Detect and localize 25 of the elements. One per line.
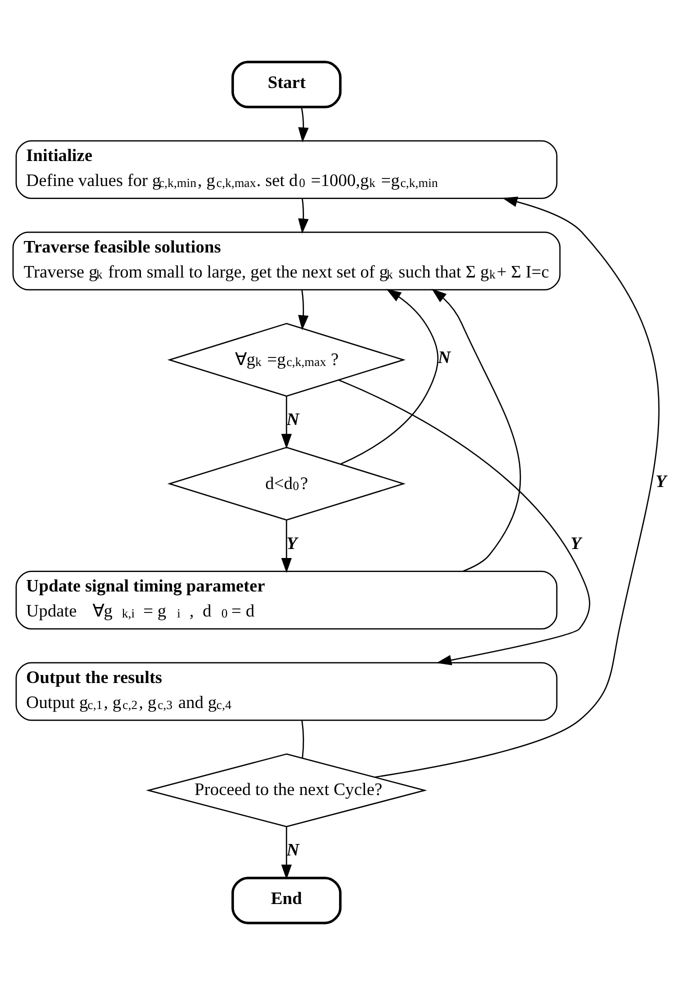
edge-label: Y [656,471,666,492]
node-box: Traverse feasible solutions Traverse gk from small to large, get the next set of gk such that Σ gk+ Σ I=c [12,232,561,290]
arrow [281,826,292,880]
arrow [338,379,590,666]
arrow [432,288,521,572]
edge-label: Y [286,533,298,554]
node-box: Output the results Output gc,1, gc,2, gc,3 and gc,4 [16,662,558,721]
arrow [340,288,438,465]
edge-label: Y [570,533,582,554]
node-box: Start [231,60,342,108]
node-diamond: Proceed to the next Cycle? [146,753,428,828]
arrow [281,396,292,449]
arrow [298,107,309,142]
edge-label: N [286,409,300,430]
node-box: Initialize Define values for gc,k,min, gc,k,max. set d0 =1000,gk =gc,k,min [16,140,558,200]
arrow [298,198,309,234]
edge-label: N [286,840,300,860]
connector [301,720,304,758]
node-diamond: ∀gk =gc,k,max ? [167,322,406,397]
arrow [281,520,292,573]
arrow [374,196,660,778]
node-diamond: d<d0? [167,446,406,521]
arrow [298,290,309,330]
node-box: End [231,876,342,924]
edge-label: N [438,347,451,368]
